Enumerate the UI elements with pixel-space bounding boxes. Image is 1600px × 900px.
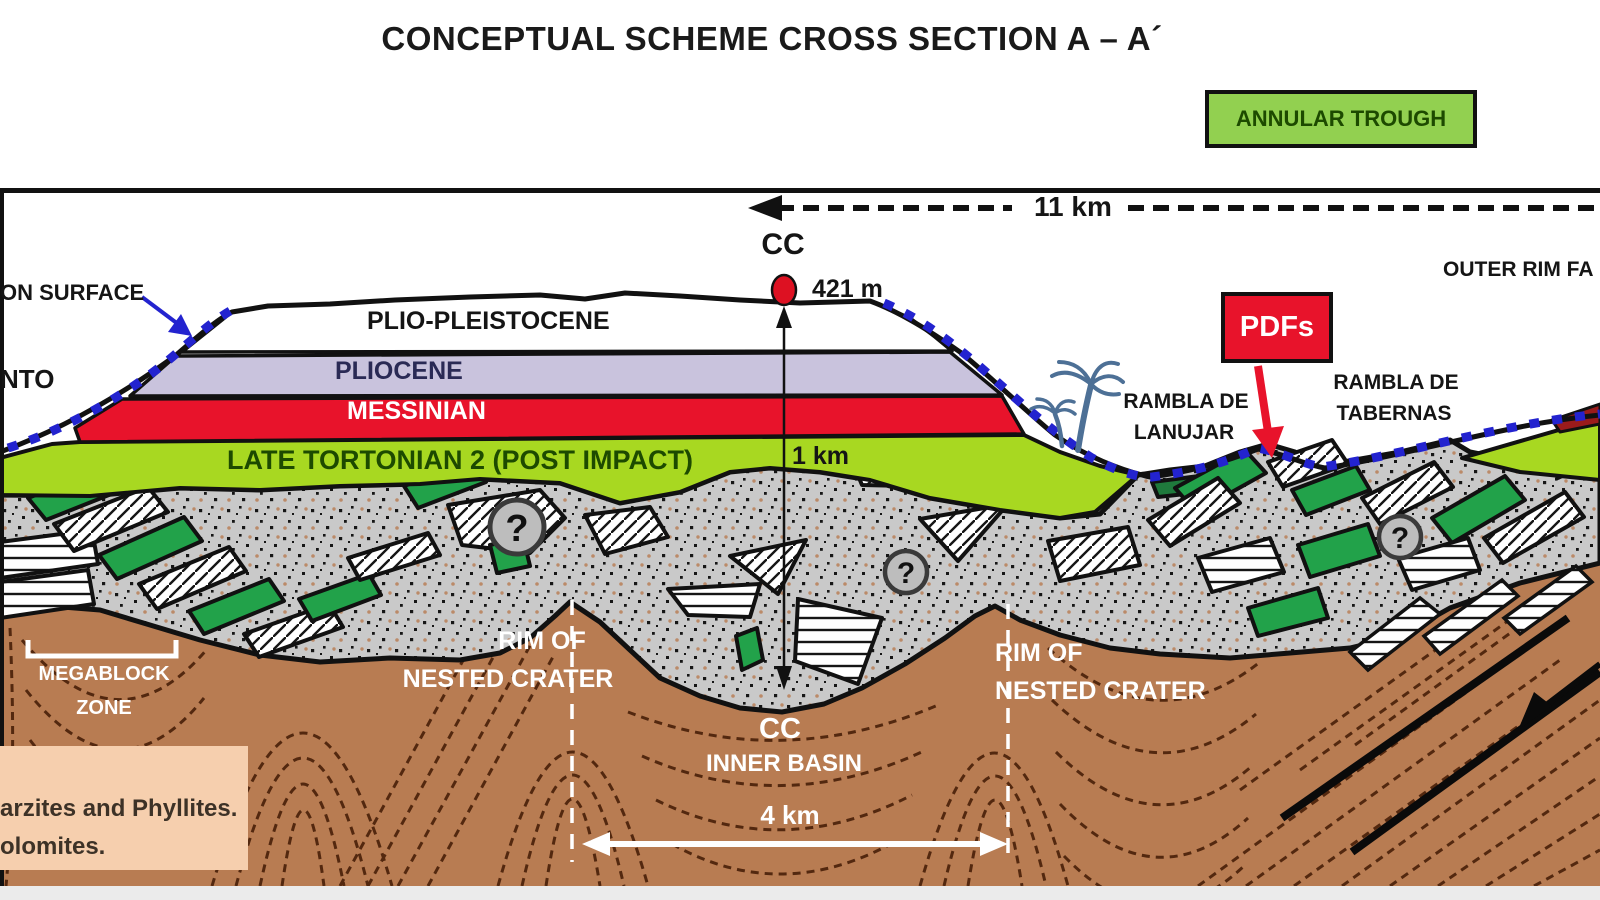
elevation-label: 421 m — [812, 275, 883, 303]
layer-late-tortonian-right — [1460, 416, 1600, 482]
figure-frame-left — [0, 188, 4, 886]
rim-nested-crater-right-line1: RIM OF — [995, 639, 1083, 667]
palm-tree-icon — [1029, 360, 1125, 453]
erosion-surface-line — [6, 298, 1600, 482]
pdfs-label: PDFs — [1239, 311, 1315, 343]
page-title: CONCEPTUAL SCHEME CROSS SECTION A – A´ — [381, 20, 1163, 57]
megablock-zone-bracket — [25, 640, 179, 659]
left-edge-label: NTO — [0, 364, 55, 394]
question-mark-badge: ? — [882, 548, 930, 596]
cc-summit-dot — [770, 273, 798, 307]
inner-basin-label: INNER BASIN — [705, 750, 863, 777]
fault-zone — [1279, 563, 1600, 856]
question-mark-badge: ? — [1376, 513, 1424, 561]
legend-line2: olomites. — [0, 833, 106, 860]
erosion-surface-pointer-arrow — [140, 295, 192, 336]
annular-trough-label-box: ANNULAR TROUGH — [1205, 90, 1477, 148]
sedimentary-layers — [0, 291, 1600, 520]
rambla-tabernas-label-line2: TABERNAS — [1336, 402, 1452, 425]
span-11km-label: 11 km — [1034, 191, 1112, 222]
rambla-tabernas-label-line1: RAMBLA DE — [1333, 371, 1459, 394]
rim-nested-crater-left-line2: NESTED CRATER — [402, 665, 614, 693]
layer-label-messinian: MESSINIAN — [347, 397, 486, 425]
outer-rim-fault-label: OUTER RIM FA — [1443, 258, 1594, 281]
span-4km-label: 4 km — [760, 800, 820, 830]
depth-1km-arrow — [776, 306, 792, 690]
figure-frame-top — [0, 188, 1600, 193]
pdfs-arrow — [1252, 365, 1284, 458]
rim-nested-crater-left-line1: RIM OF — [498, 627, 586, 655]
layer-label-late-tortonian: LATE TORTONIAN 2 (POST IMPACT) — [227, 445, 694, 475]
legend-box: arzites and Phyllites. olomites. — [0, 746, 248, 870]
fault-line — [1349, 668, 1600, 856]
layer-label-plio-pleistocene: PLIO-PLEISTOCENE — [367, 307, 610, 335]
rambla-lanujar-label-line2: LANUJAR — [1133, 421, 1235, 444]
megablock-zone-label-line1: MEGABLOCK — [38, 663, 170, 685]
layer-messinian — [73, 394, 1026, 444]
megablock-zone-label-line2: ZONE — [76, 697, 132, 719]
fault-movement-arrow-icon — [1518, 692, 1552, 730]
nested-crater-rim-lines — [570, 600, 1010, 862]
megablocks — [0, 426, 1600, 686]
annular-trough-label: ANNULAR TROUGH — [1235, 106, 1447, 131]
span-11km-arrow — [748, 195, 1600, 221]
cc-top-label: CC — [761, 228, 805, 261]
layer-late-tortonian — [0, 433, 1140, 520]
rim-nested-crater-right-line2: NESTED CRATER — [995, 677, 1206, 705]
question-mark-badge: ? — [487, 497, 547, 557]
question-mark-glyph: ? — [897, 557, 915, 590]
rambla-lanujar-label-line1: RAMBLA DE — [1123, 390, 1249, 413]
figure-bottom-margin — [0, 886, 1600, 900]
legend-line1: arzites and Phyllites. — [0, 795, 238, 822]
depth-1km-label: 1 km — [792, 442, 849, 470]
question-mark-glyph: ? — [1391, 522, 1409, 555]
layer-label-pliocene: PLIOCENE — [335, 357, 463, 385]
question-mark-glyph: ? — [505, 508, 528, 550]
span-4km-arrow — [582, 832, 1008, 856]
layer-pliocene — [128, 350, 1004, 398]
inner-basin-cc-label: CC — [759, 713, 801, 745]
fault-line — [1279, 614, 1571, 822]
erosion-surface-label: ON SURFACE — [0, 280, 145, 305]
pdfs-label-box: PDFs — [1221, 292, 1333, 363]
